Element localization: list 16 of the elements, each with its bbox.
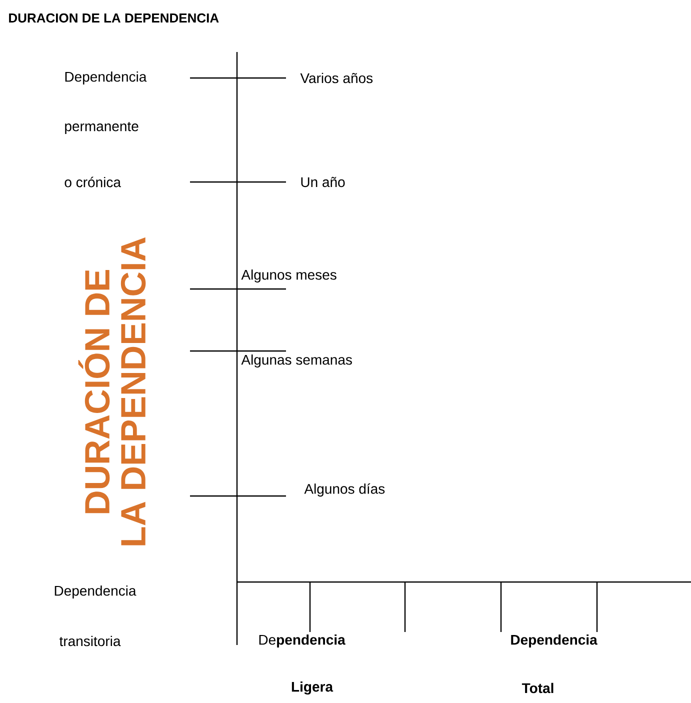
tick-label: Algunas semanas xyxy=(241,354,352,368)
vertical-title: DURACIÓN DE LA DEPENDENCIA xyxy=(78,237,146,546)
axis-label: permanente xyxy=(65,122,138,134)
tick-label: Dependencia xyxy=(259,634,346,648)
axis-label: Dependencia xyxy=(65,71,147,85)
tick-label: Dependencia xyxy=(511,634,598,648)
axis-label: Dependencia xyxy=(54,585,136,599)
tick-label: Total xyxy=(522,682,554,694)
tick-label: Varios años xyxy=(300,72,373,84)
axis-label: o crónica xyxy=(64,176,121,188)
axis-label: transitoria xyxy=(59,636,121,646)
tick-label: Ligera xyxy=(292,681,334,695)
tick-label: Algunos meses xyxy=(241,269,336,283)
tick-label: Un año xyxy=(301,176,345,188)
title: DURACION DE LA DEPENDENCIA xyxy=(9,13,219,23)
tick-label: Algunos días xyxy=(304,483,385,497)
